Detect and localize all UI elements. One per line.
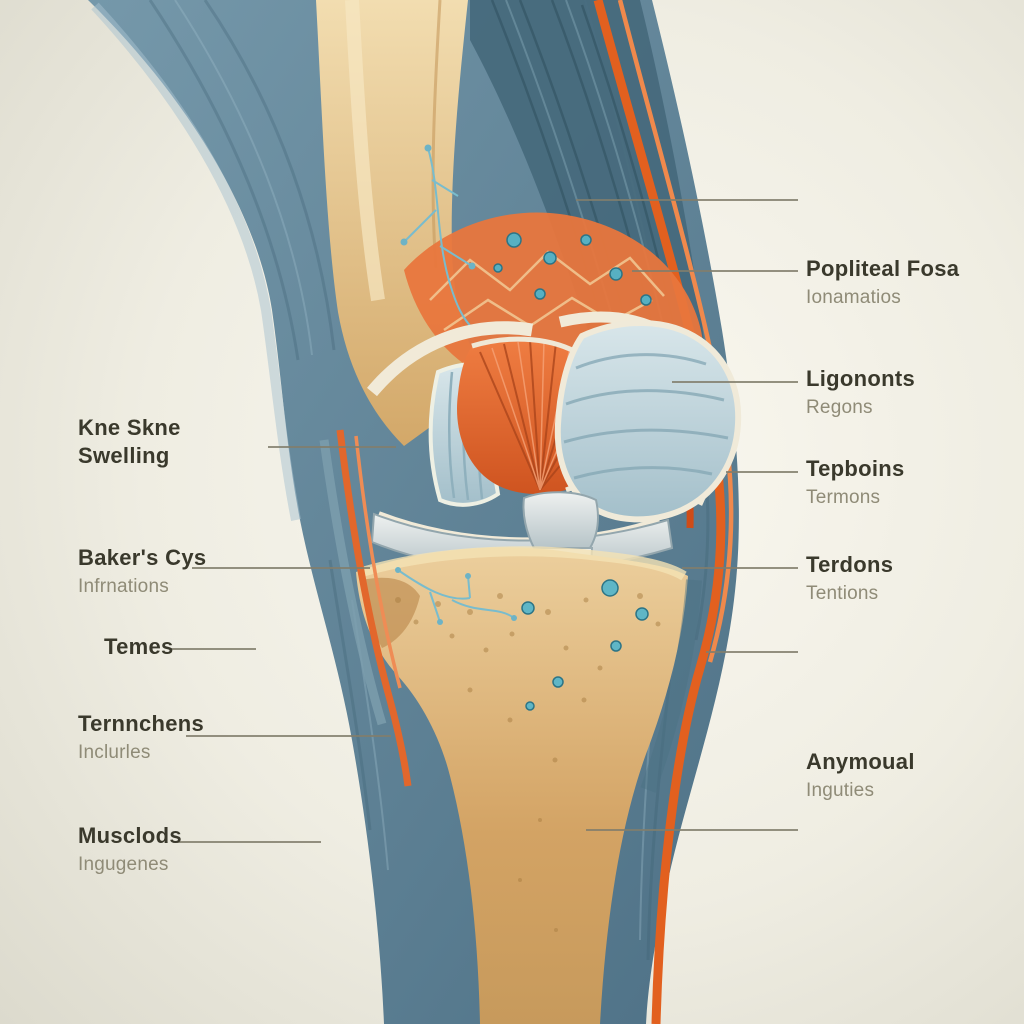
label-title: Temes	[104, 634, 174, 659]
label-bakers-cyst: Baker's Cys Infrnations	[78, 544, 206, 599]
calf-shadow	[640, 579, 702, 793]
leader-line-mid-right	[706, 651, 798, 653]
label-title: Popliteal Fosa	[806, 256, 960, 281]
leader-line-ligaments	[672, 381, 798, 383]
leader-line-ternnchens	[186, 735, 391, 737]
label-ligaments: Ligononts Regons	[806, 365, 915, 420]
leader-line-muscles	[176, 841, 321, 843]
label-ternnchens: Ternnchens Inclurles	[78, 710, 204, 765]
bone-speckles	[395, 593, 661, 932]
tendon-strands-left	[319, 429, 412, 787]
leader-line-tendons-upper	[726, 471, 798, 473]
label-subtitle: Termons	[806, 486, 881, 508]
label-tendons-lower: Terdons Tentions	[806, 551, 893, 606]
label-title: Kne Skne	[78, 415, 181, 440]
label-subtitle: Ingugenes	[78, 853, 169, 875]
label-tendons-upper: Tepboins Termons	[806, 455, 905, 510]
leader-line-tendons-lower	[682, 567, 798, 569]
label-title-line2: Swelling	[78, 442, 170, 468]
label-temes: Temes	[104, 633, 174, 661]
cartilage-condyle	[554, 320, 742, 523]
label-abnormal-injuries: Anymoual Inguties	[806, 748, 915, 803]
label-title: Ligononts	[806, 366, 916, 391]
label-subtitle: Tentions	[806, 582, 879, 604]
label-subtitle: Infrnations	[78, 575, 169, 597]
nerve-branches-lower	[395, 567, 517, 625]
leader-line-bakers-cyst	[192, 567, 370, 569]
leader-line-popliteal-fossa	[632, 270, 798, 272]
label-subtitle: Regons	[806, 396, 873, 418]
label-popliteal-fossa: Popliteal Fosa Ionamatios	[806, 255, 959, 310]
label-title: Musclods	[78, 823, 182, 848]
sheath-dark-striations	[148, 0, 710, 961]
label-muscles: Musclods Ingugenes	[78, 822, 182, 877]
label-title: Baker's Cys	[78, 545, 207, 570]
label-title: Anymoual	[806, 749, 915, 774]
leader-line-bottom-right	[586, 829, 798, 831]
leader-line-temes	[170, 648, 256, 650]
tibia-bone	[356, 546, 688, 1024]
label-title: Terdons	[806, 552, 894, 577]
cell-dots-upper	[493, 232, 652, 306]
label-subtitle: Ionamatios	[806, 286, 901, 308]
label-title: Ternnchens	[78, 711, 205, 736]
label-knee-swelling: Kne Skne Swelling	[78, 414, 181, 469]
leader-line-knee-swelling	[268, 446, 396, 448]
label-title: Tepboins	[806, 456, 905, 481]
leader-line-top-right	[576, 199, 798, 201]
label-subtitle: Inclurles	[78, 741, 151, 763]
tibia-teal-spots	[521, 579, 649, 711]
label-subtitle: Inguties	[806, 779, 875, 801]
nerve-branches-upper	[400, 144, 476, 331]
